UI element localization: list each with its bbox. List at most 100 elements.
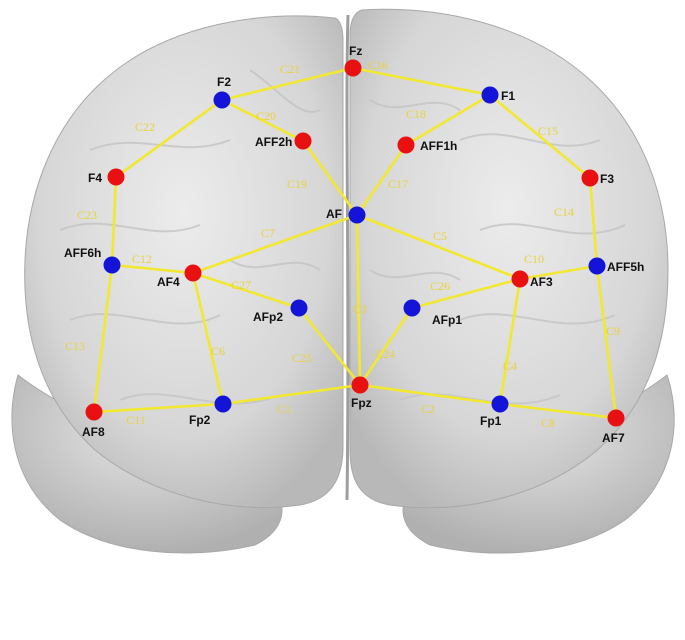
channel-label-c13: C13 (65, 339, 85, 353)
channel-line-c26 (411, 277, 521, 310)
optode-label-af7: AF7 (602, 431, 625, 445)
channel-line-c12 (111, 263, 194, 275)
channel-line-c21 (221, 66, 354, 102)
channel-label-c6: C6 (211, 344, 225, 358)
optode-label-af8: AF8 (82, 425, 105, 439)
detector-optode-aff6h (103, 256, 121, 274)
detector-optode-f1 (481, 86, 499, 104)
channel-label-c2: C2 (421, 402, 435, 416)
source-optode-aff1h (397, 136, 415, 154)
channel-line-c13 (92, 264, 114, 413)
channel-label-c14: C14 (554, 205, 574, 219)
channel-line-c24 (358, 307, 414, 386)
detector-optode-afp2 (290, 299, 308, 317)
channel-line-c25 (297, 307, 362, 386)
optode-label-fpz: Fpz (351, 396, 372, 410)
optode-label-af: AF (326, 207, 342, 221)
channel-line-c1 (222, 383, 361, 406)
channel-line-c3 (355, 214, 362, 386)
source-optode-fpz (351, 376, 369, 394)
optode-label-fp1: Fp1 (480, 414, 502, 428)
source-optode-af8 (85, 403, 103, 421)
optode-label-af4: AF4 (157, 275, 180, 289)
right-hemisphere (349, 8, 669, 509)
optodes-layer (85, 59, 625, 427)
channels-layer (92, 66, 618, 420)
channel-line-c20 (221, 98, 304, 143)
detector-optode-af (348, 206, 366, 224)
channel-line-c19 (301, 140, 359, 216)
channel-line-c18 (405, 93, 491, 147)
channel-line-c16 (352, 66, 491, 97)
channel-line-c17 (355, 144, 408, 216)
channel-label-c8: C8 (541, 416, 555, 430)
source-optode-af4 (184, 264, 202, 282)
channel-line-c14 (588, 177, 599, 267)
channel-label-c3: C3 (353, 302, 367, 316)
optode-label-fz: Fz (349, 44, 362, 58)
channel-label-c17: C17 (388, 177, 408, 191)
channel-line-c11 (93, 402, 224, 414)
channel-line-c6 (191, 272, 225, 405)
channel-line-c22 (115, 98, 223, 179)
channel-label-c5: C5 (433, 229, 447, 243)
optode-label-afp2: AFp2 (253, 310, 283, 324)
channel-label-c18: C18 (406, 107, 426, 121)
optode-label-afp1: AFp1 (432, 313, 462, 327)
channel-line-c9 (595, 265, 618, 419)
channel-label-c19: C19 (287, 177, 307, 191)
channel-label-c15: C15 (538, 124, 558, 138)
optode-label-aff5h: AFF5h (607, 260, 644, 274)
gyri-texture (59, 69, 626, 405)
channel-line-c27 (192, 271, 300, 310)
optode-label-aff1h: AFF1h (420, 139, 457, 153)
detector-optode-aff5h (588, 257, 606, 275)
channel-label-c16: C16 (368, 58, 388, 72)
source-optode-af3 (511, 270, 529, 288)
brain-illustration (11, 8, 675, 554)
channel-line-c10 (519, 264, 598, 281)
channel-label-c25: C25 (292, 351, 312, 365)
channel-line-c5 (356, 213, 521, 281)
channel-label-c23: C23 (77, 208, 97, 222)
channel-label-c26: C26 (430, 279, 450, 293)
channel-line-c15 (489, 93, 591, 180)
longitudinal-fissure (345, 14, 350, 501)
channel-line-c2 (359, 383, 501, 406)
optode-label-af3: AF3 (530, 275, 553, 289)
channel-label-c12: C12 (132, 252, 152, 266)
channel-line-c8 (499, 402, 617, 420)
channel-label-c4: C4 (503, 359, 517, 373)
detector-optode-afp1 (403, 299, 421, 317)
detector-optode-fp2 (214, 395, 232, 413)
source-optode-fz (344, 59, 362, 77)
channel-line-c23 (110, 176, 118, 266)
channel-label-c11: C11 (126, 413, 146, 427)
channel-label-c21: C21 (280, 62, 300, 76)
detector-optode-fp1 (491, 395, 509, 413)
channel-label-c10: C10 (524, 252, 544, 266)
channel-label-c27: C27 (231, 278, 251, 292)
optode-label-f1: F1 (501, 89, 515, 103)
source-optode-f4 (107, 168, 125, 186)
optode-label-fp2: Fp2 (189, 413, 211, 427)
channel-label-c7: C7 (261, 226, 275, 240)
source-optode-af7 (607, 409, 625, 427)
optode-label-aff2h: AFF2h (255, 135, 292, 149)
optode-label-aff6h: AFF6h (64, 246, 101, 260)
detector-optode-f2 (213, 91, 231, 109)
channel-label-c9: C9 (606, 324, 620, 338)
channel-line-c7 (192, 213, 358, 275)
optode-label-f2: F2 (217, 75, 231, 89)
channel-line-c4 (498, 278, 522, 405)
source-optode-f3 (581, 169, 599, 187)
channel-label-c20: C20 (256, 109, 276, 123)
optode-label-f4: F4 (88, 171, 102, 185)
channel-label-c1: C1 (277, 402, 291, 416)
optode-labels-layer: FzF1F2F3F4AFF1hAFF2hAFAFF5hAFF6hAF3AF4AF… (64, 44, 644, 445)
source-optode-aff2h (294, 132, 312, 150)
left-hemisphere (24, 15, 344, 508)
